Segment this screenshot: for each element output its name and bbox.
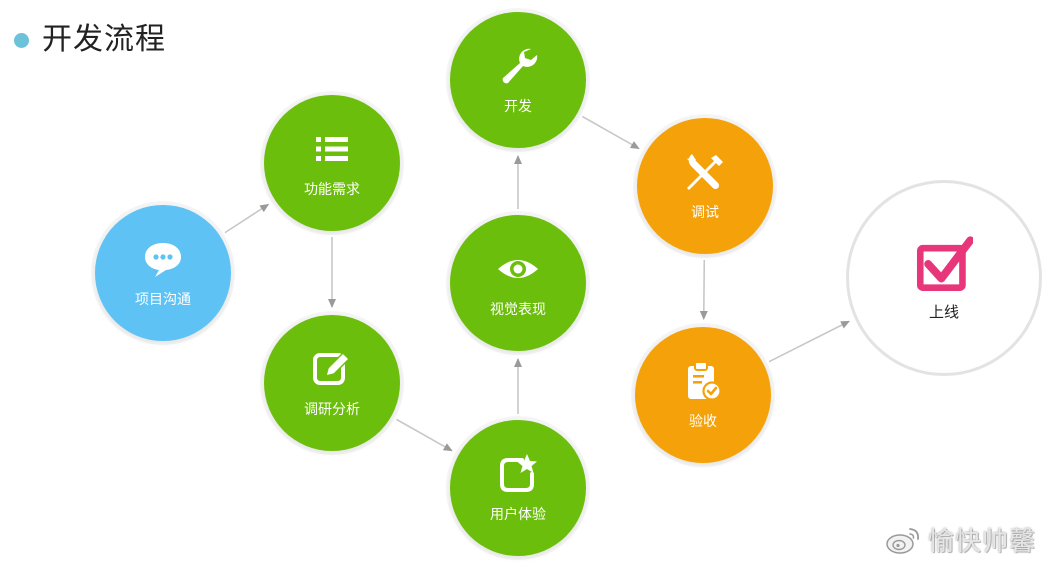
arrow-acceptance-to-launch [768,320,850,363]
title-bullet [14,33,29,48]
chat-bubble-icon [145,243,181,277]
node-debug: 调试 [637,118,773,254]
node-label: 调试 [691,205,719,221]
arrow-debug-to-acceptance [699,259,708,321]
node-label: 视觉表现 [490,302,546,318]
node-acceptance: 验收 [635,327,771,463]
node-label: 开发 [504,99,532,115]
arrow-research-to-ux [396,418,453,452]
arrow-communication-to-requirements [224,203,270,234]
arrow-develop-to-debug [581,115,640,150]
node-label: 上线 [928,303,959,321]
eye-icon [498,260,538,278]
watermark: 愉快帅馨 [884,521,1036,558]
node-label: 功能需求 [304,182,360,198]
edit-icon [313,351,351,385]
node-research: 调研分析 [264,315,400,451]
weibo-logo-icon [886,527,919,554]
star-box-icon [500,454,537,492]
node-visual: 视觉表现 [450,215,586,351]
node-label: 项目沟通 [135,292,191,308]
list-icon [316,137,348,161]
wrench-icon [502,48,538,84]
node-ux: 用户体验 [450,420,586,556]
tools-icon [687,154,723,190]
node-label: 验收 [689,414,717,430]
node-label: 调研分析 [304,402,360,418]
node-launch: 上线 [846,180,1042,376]
node-label: 用户体验 [490,507,546,523]
checkbox-icon [916,236,973,292]
node-requirements: 功能需求 [264,95,400,231]
watermark-text: 愉快帅馨 [927,527,1036,557]
node-communication: 项目沟通 [95,205,231,341]
clipboard-check-icon [688,361,722,401]
node-develop: 开发 [450,12,586,148]
page-title: 开发流程 [42,22,166,57]
